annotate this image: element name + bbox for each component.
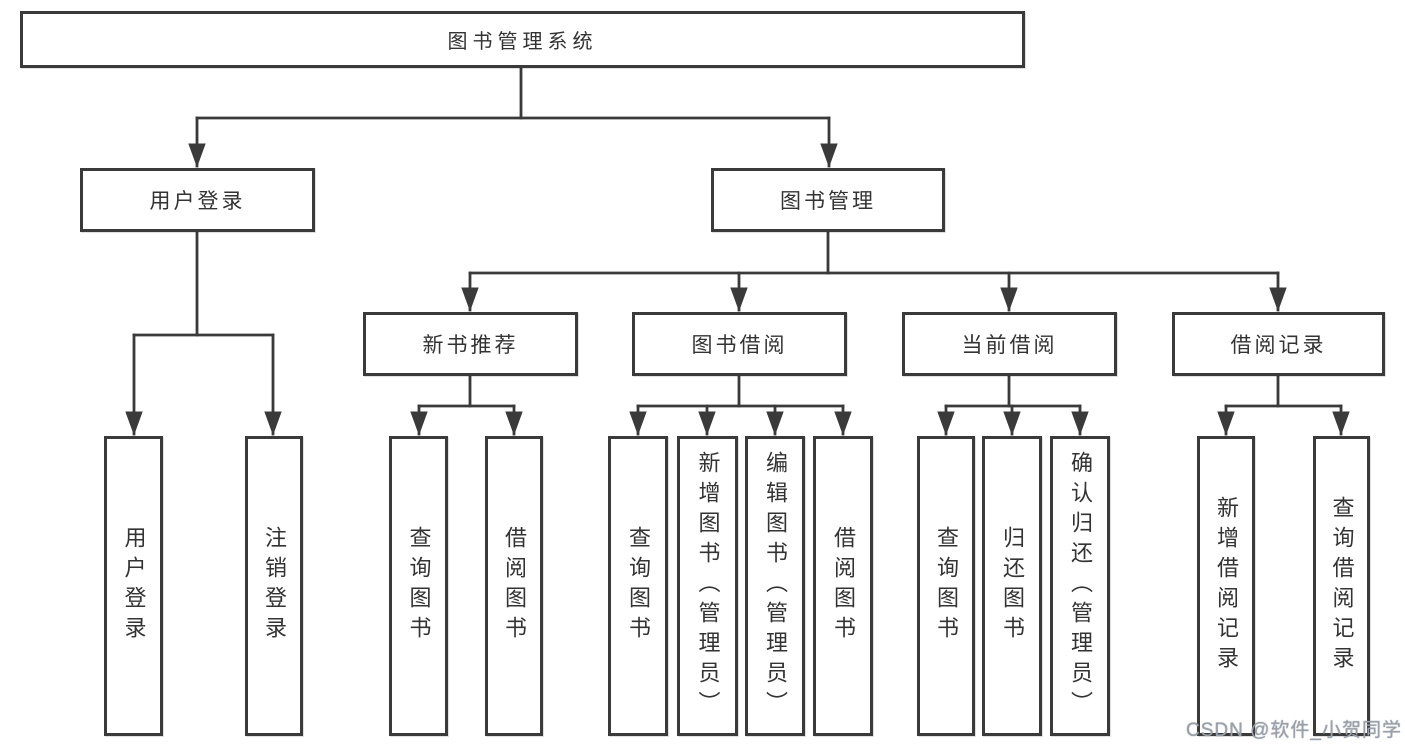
- node-label: 借阅图书: [502, 526, 527, 646]
- node-leaf-rec-borrow-books: 借阅图书: [485, 436, 543, 736]
- node-label: 查询图书: [626, 526, 651, 646]
- node-new-book-recommendation: 新书推荐: [363, 312, 578, 376]
- node-leaf-rec-query-books: 查询图书: [389, 436, 448, 736]
- node-leaf-br-add-record: 新增借阅记录: [1197, 436, 1255, 736]
- node-label: 用户登录: [121, 526, 147, 646]
- node-book-management-branch: 图书管理: [711, 168, 945, 232]
- node-user-login-branch: 用户登录: [80, 168, 315, 232]
- node-current-borrowing: 当前借阅: [902, 312, 1117, 376]
- node-leaf-user-login: 用户登录: [104, 436, 163, 736]
- node-leaf-bb-query-books: 查询图书: [608, 436, 668, 736]
- node-label: 注销登录: [262, 526, 287, 646]
- node-leaf-bb-add-books-admin: 新增图书（管理员）: [677, 436, 738, 736]
- node-label: 编辑图书（管理员）: [763, 451, 788, 721]
- csdn-watermark: CSDN @软件_小贺同学: [1186, 720, 1402, 741]
- node-label: 查询借阅记录: [1329, 496, 1355, 676]
- node-label: 确认归还（管理员）: [1068, 451, 1093, 721]
- node-leaf-br-query-record: 查询借阅记录: [1313, 436, 1370, 736]
- node-leaf-bb-borrow-books: 借阅图书: [813, 436, 873, 736]
- node-label: 新增借阅记录: [1214, 496, 1239, 676]
- node-label: 借阅图书: [831, 526, 856, 646]
- node-label: 归还图书: [1000, 526, 1025, 646]
- node-root-system: 图书管理系统: [20, 11, 1025, 68]
- node-borrowing-records: 借阅记录: [1172, 312, 1385, 376]
- node-leaf-cb-query-books: 查询图书: [917, 436, 975, 736]
- node-label: 查询图书: [406, 526, 432, 646]
- node-leaf-cb-return-books: 归还图书: [982, 436, 1042, 736]
- node-label: 查询图书: [934, 526, 959, 646]
- node-label: 新增图书（管理员）: [695, 451, 721, 721]
- node-leaf-bb-edit-books-admin: 编辑图书（管理员）: [745, 436, 805, 736]
- node-book-borrowing: 图书借阅: [632, 312, 847, 376]
- node-leaf-logout: 注销登录: [245, 436, 303, 736]
- node-leaf-cb-confirm-return-admin: 确认归还（管理员）: [1050, 436, 1110, 736]
